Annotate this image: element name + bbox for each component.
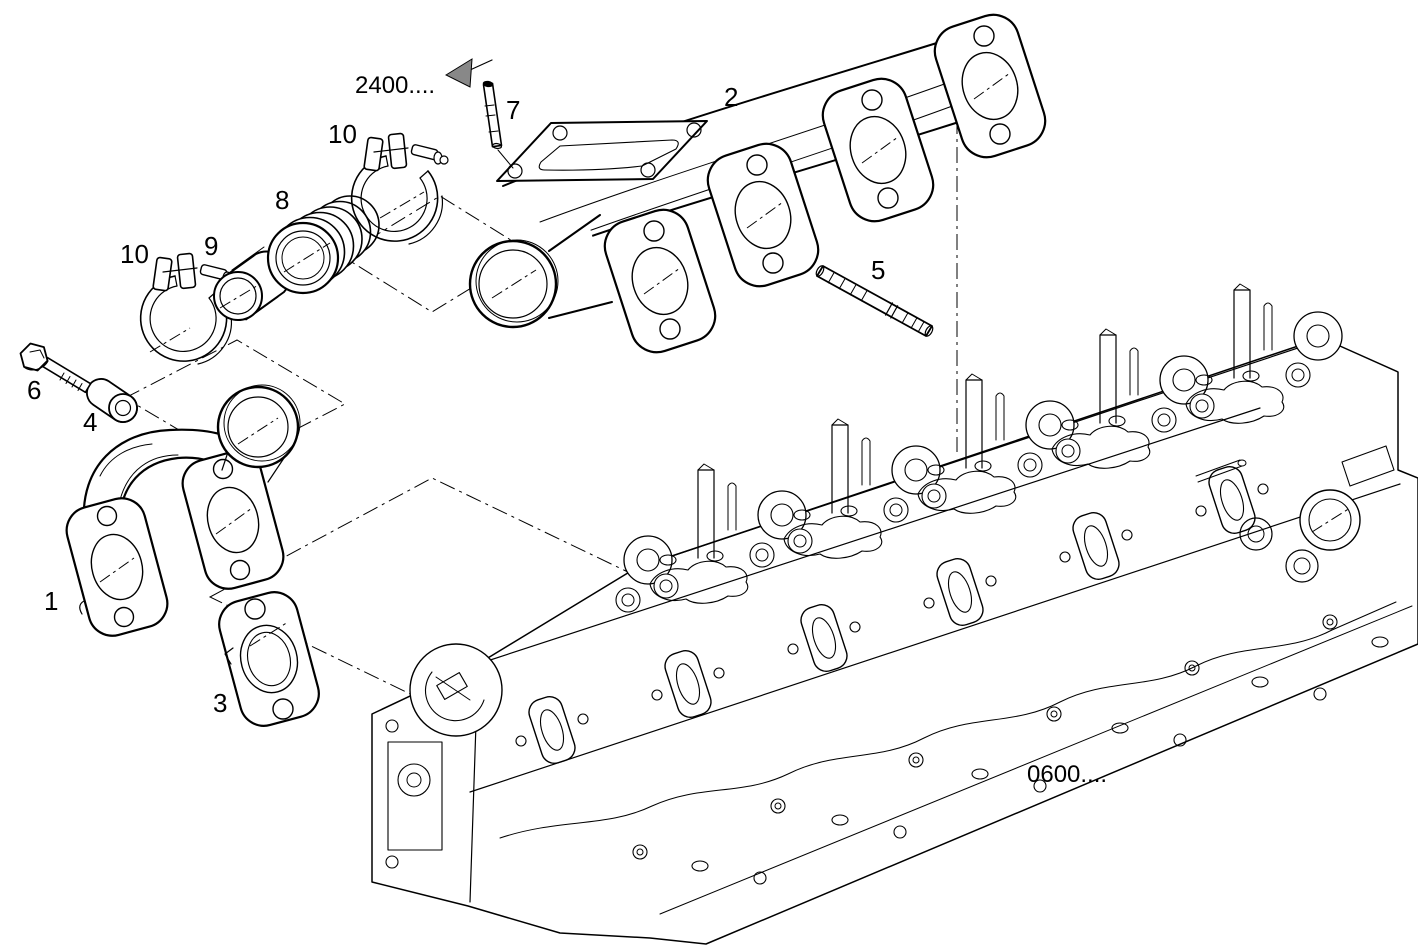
exhaust-manifold-rear bbox=[468, 6, 1054, 361]
cylinder-head bbox=[371, 283, 1418, 945]
callout-8: 8 bbox=[275, 185, 290, 215]
flange-bolt bbox=[19, 342, 92, 394]
callout-3: 3 bbox=[213, 688, 228, 718]
manifold-gasket bbox=[218, 591, 320, 727]
callout-6: 6 bbox=[27, 375, 42, 405]
callout-10-rear: 10 bbox=[328, 119, 357, 149]
assembly-ref-0600: 0600.... bbox=[1027, 761, 1108, 788]
guide-pin bbox=[482, 80, 514, 169]
callout-2: 2 bbox=[724, 82, 739, 112]
centerline-marks bbox=[99, 72, 1351, 647]
exhaust-manifold-front bbox=[60, 384, 301, 643]
callout-10-front: 10 bbox=[120, 239, 149, 269]
bellows-sleeve bbox=[266, 195, 380, 295]
callout-9: 9 bbox=[204, 231, 219, 261]
callout-1: 1 bbox=[44, 586, 59, 616]
spacer-bush bbox=[86, 378, 138, 423]
callout-4: 4 bbox=[83, 407, 98, 437]
assembly-ref-2400: 2400.... bbox=[355, 72, 436, 99]
direction-arrow-icon bbox=[444, 58, 493, 88]
stud bbox=[815, 265, 934, 337]
callout-5: 5 bbox=[871, 255, 886, 285]
callout-7: 7 bbox=[506, 95, 521, 125]
